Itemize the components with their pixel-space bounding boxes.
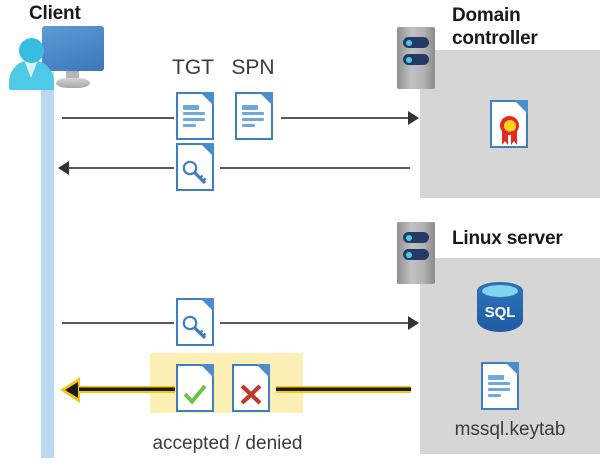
document-text-line [183,118,205,121]
document-text-line [242,124,255,127]
certificate-document-icon [490,100,528,148]
document-page [176,143,214,191]
flow-request-arrowhead [408,111,419,125]
document-text-block [242,105,258,110]
tgt-document-icon [176,92,214,140]
rack-bar-icon [403,232,429,243]
certificate-seal-inner [503,119,516,132]
rack-bar-icon [403,249,429,260]
sql-database-icon: SQL [477,282,523,340]
domain-controller-server-rack-icon [397,27,435,89]
flow-service-ticket-line-left [62,322,174,324]
document-text-line [183,112,205,115]
rack-led-icon [406,234,412,241]
keytab-document-icon [481,362,519,410]
service-ticket-document-icon [176,298,214,346]
accepted-document-icon [176,364,214,412]
accepted-denied-label: accepted / denied [152,433,303,454]
flow-service-ticket-line-right [220,322,409,324]
document-page [232,364,270,412]
rack-bar-icon [403,37,429,48]
certificate-ribbon-left [502,131,508,145]
client-lifeline [41,72,54,458]
auth-result-line-right [276,386,411,393]
document-text-block [488,375,504,380]
person-collar-icon [24,60,38,78]
linux-server-label: Linux server [452,228,563,249]
keytab-label: mssql.keytab [454,419,566,440]
document-text-line [488,382,510,385]
document-text-line [488,394,501,397]
monitor-neck-icon [66,71,79,81]
document-text-line [488,388,510,391]
cylinder-top-inner [482,285,518,297]
certificate-ribbon-right [511,131,517,145]
monitor-base-icon [56,78,90,88]
document-page [481,362,519,410]
auth-result-arrowhead-inner [65,382,78,398]
monitor-screen-icon [42,26,104,71]
document-text-line [242,112,264,115]
rack-bar-icon [403,54,429,65]
close-icon [240,384,262,405]
user-workstation-icon [6,26,106,90]
key-glyph-icon [182,315,207,340]
person-head-icon [19,38,44,63]
auth-result-highlight-box [150,353,303,413]
domain-controller-label-line1: Domain [452,5,521,26]
flow-ticket-arrowhead [58,161,69,175]
flow-request-line-left [62,117,174,119]
key-document-icon [176,143,214,191]
spn-document-icon [235,92,273,140]
document-page [176,92,214,140]
domain-controller-label-line2: controller [452,28,538,49]
flow-ticket-line-left [69,167,174,169]
document-text-line [242,118,264,121]
linux-server-rack-icon [397,222,435,284]
auth-result-line-left [79,386,175,393]
spn-label: SPN [231,56,275,79]
flow-ticket-line-right [220,167,410,169]
rack-led-icon [406,39,412,46]
sql-label: SQL [484,304,516,321]
key-glyph-icon [182,160,207,185]
document-page [235,92,273,140]
flow-request-line-right [281,117,409,119]
document-text-line [183,124,196,127]
tgt-label: TGT [172,56,214,79]
document-page [176,298,214,346]
client-label: Client [29,3,81,24]
denied-document-icon [232,364,270,412]
rack-led-icon [406,56,412,63]
rack-led-icon [406,251,412,258]
document-page [176,364,214,412]
flow-service-ticket-arrowhead [408,316,419,330]
document-text-block [183,105,199,110]
check-icon [183,384,207,405]
